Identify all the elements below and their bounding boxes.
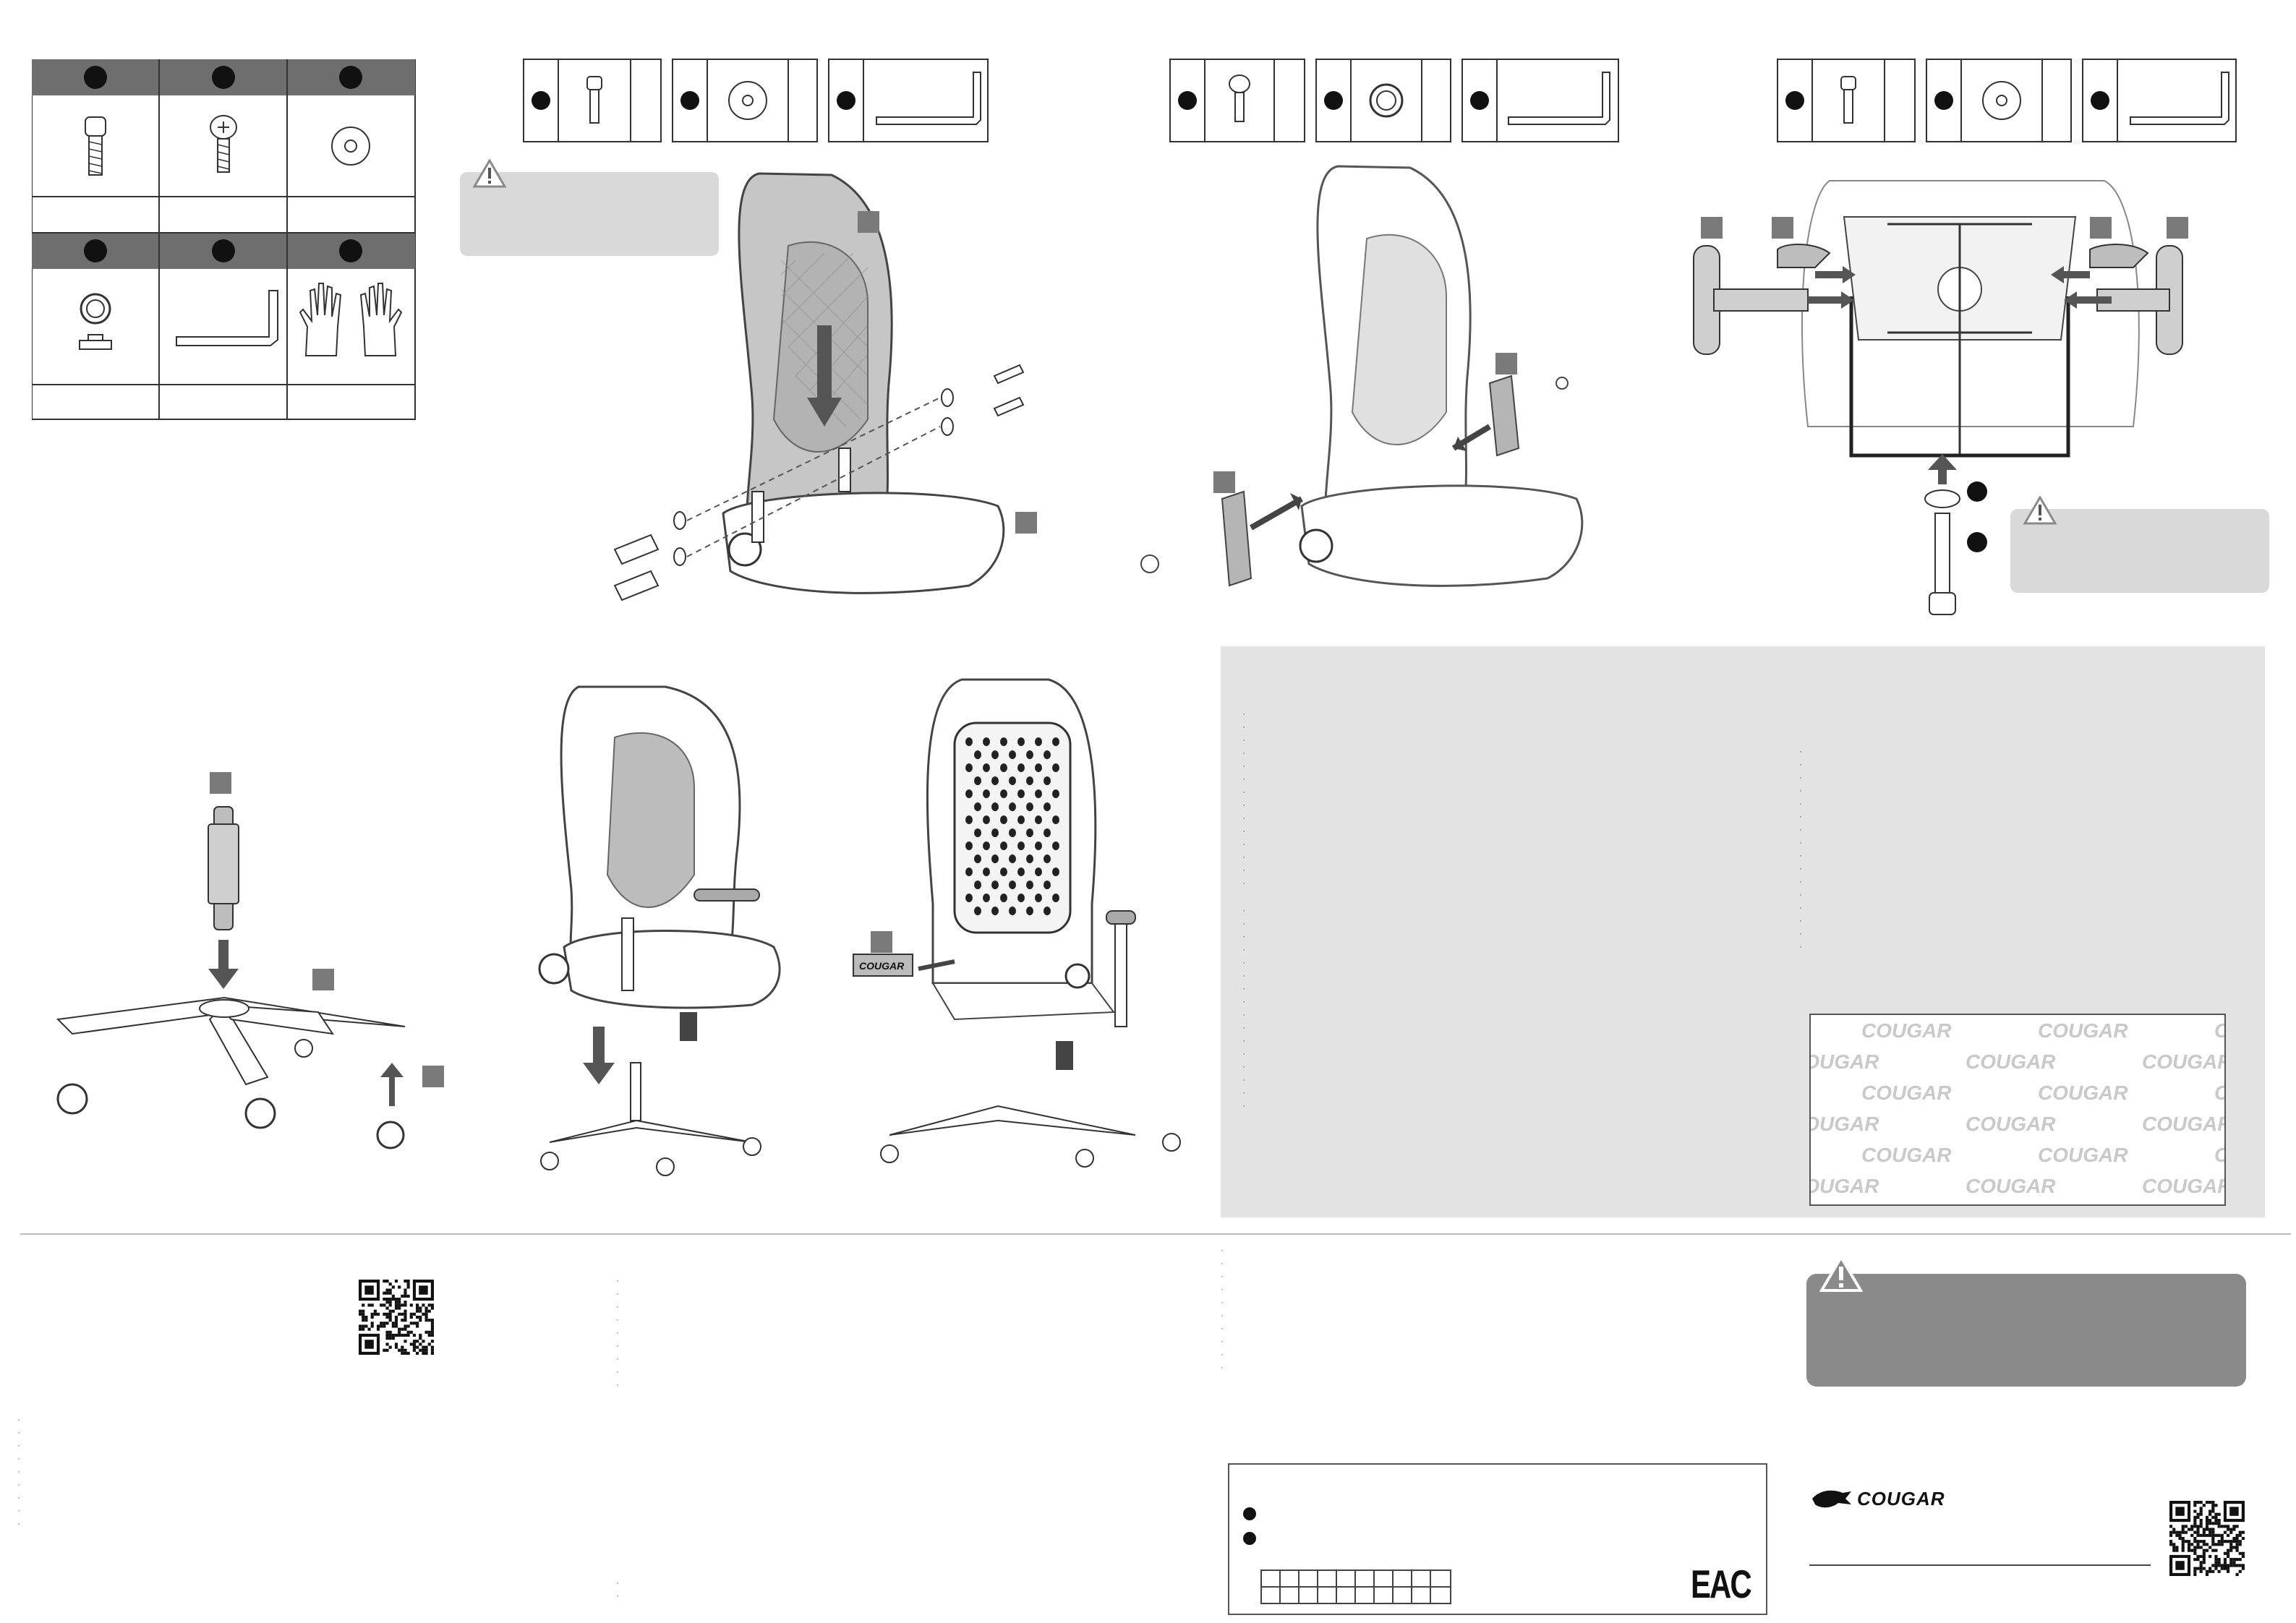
eac-mark: EAC <box>1691 1562 1752 1606</box>
watermark-tile: COUGAR <box>1811 1175 1879 1197</box>
brand-logo-text: COUGAR <box>1857 1488 1945 1509</box>
cougar-head-icon <box>1812 1490 1851 1507</box>
bottom-bullets-1: ········· <box>17 1414 20 1528</box>
compliance-box: EAC <box>1228 1463 1767 1615</box>
watermark-tile: COUGAR <box>2038 1019 2128 1042</box>
info-bullets-left: ·············· <box>1242 708 1245 888</box>
watermark-tile: COUGAR <box>2038 1144 2128 1166</box>
watermark-tile: COUGAR <box>2142 1113 2226 1135</box>
watermark-tile: COUGAR <box>1811 1113 1879 1135</box>
watermark-tile: COUGAR <box>1861 1019 1952 1042</box>
compliance-graphics <box>1243 1507 1451 1604</box>
warning-box-step3 <box>2010 496 2269 593</box>
brand-underline <box>1809 1564 2151 1566</box>
allen-key-icon <box>1508 72 1610 125</box>
washer-icon <box>673 388 954 566</box>
watermark-tile: COUGAR <box>1966 1113 2056 1135</box>
allen-key-icon <box>176 290 278 346</box>
washer-icon <box>1982 81 2021 120</box>
bottom-bullets-3: ·· <box>616 1577 619 1601</box>
watermark-tile: COUGAR <box>1861 1144 1952 1166</box>
hex-bolt-icon <box>613 364 1025 601</box>
washer-icon <box>728 81 767 120</box>
warning-box-step1 <box>460 159 719 256</box>
hex-bolt-icon <box>1840 76 1856 124</box>
spring-washer-icon <box>79 293 112 350</box>
plate-logo-text: COUGAR <box>859 960 905 972</box>
step5-mount-seat-illustration <box>538 685 781 1176</box>
step3-parts-strip <box>1777 59 2237 142</box>
step3-armrest-illustration <box>1693 180 2188 615</box>
watermark-tile: COUGAR <box>1811 1050 1879 1073</box>
watermark-tile: COUGAR <box>1966 1050 2056 1073</box>
step2-parts-strip <box>1169 59 1619 142</box>
watermark-tile: COUGAR <box>1966 1175 2056 1197</box>
washer-icon <box>331 127 370 166</box>
step-badge <box>858 211 879 233</box>
phillips-screw-icon <box>210 115 237 173</box>
qr-code <box>359 1280 434 1355</box>
qr-code <box>2169 1501 2245 1576</box>
watermark-tile: COUGAR <box>1861 1082 1952 1104</box>
allen-key-icon <box>876 72 981 125</box>
info-bullets-right: ················ <box>1799 746 1802 951</box>
hex-bolt-icon <box>1929 513 1956 615</box>
gloves-icon <box>299 283 403 356</box>
ventilation-holes <box>965 737 1059 915</box>
watermark-tile: COUGAR <box>2038 1082 2128 1104</box>
caster-wheel-icon <box>56 1039 405 1149</box>
warning-triangle-icon <box>2023 496 2057 525</box>
phillips-screw-icon <box>1229 74 1250 122</box>
parts-table-grid <box>32 59 416 420</box>
bottom-bullets-4: ·········· <box>1221 1245 1224 1372</box>
watermark-tile: COUGAR <box>2214 1019 2224 1042</box>
hex-bolt-icon <box>85 116 106 176</box>
step4-base-illustration <box>56 772 444 1149</box>
watermark-tile: COUGAR <box>2214 1082 2224 1105</box>
watermark-tile: COUGAR <box>2142 1050 2226 1073</box>
step6-back-plate-illustration: COUGAR <box>853 678 1181 1168</box>
spring-washer-icon <box>1369 83 1404 118</box>
watermark-tile: COUGAR <box>2142 1175 2226 1197</box>
watermark-tile: COUGAR <box>2214 1144 2224 1167</box>
brand-logo: COUGAR <box>1811 1488 1945 1510</box>
cougar-plate <box>853 954 913 977</box>
parts-table <box>32 59 417 421</box>
bottom-bullets-2: ········· <box>616 1275 619 1389</box>
warning-triangle-icon <box>473 159 506 188</box>
hex-bolt-icon <box>586 76 602 124</box>
watermark-sample: COUGAR COUGAR COUGAR COUGAR COUGAR COUGAR COUG… <box>1809 1014 2226 1206</box>
step1-parts-strip <box>523 59 989 142</box>
section-divider <box>20 1233 2291 1235</box>
warning-triangle-icon <box>1819 1255 1863 1292</box>
step2-side-cover-illustration <box>1140 165 1584 587</box>
step-badge <box>1015 512 1037 534</box>
info-bullets-left-2: ················ <box>1242 905 1245 1110</box>
warning-box-safety <box>1806 1255 2246 1387</box>
step1-backrest-illustration <box>613 172 1037 601</box>
allen-key-icon <box>2130 72 2229 125</box>
